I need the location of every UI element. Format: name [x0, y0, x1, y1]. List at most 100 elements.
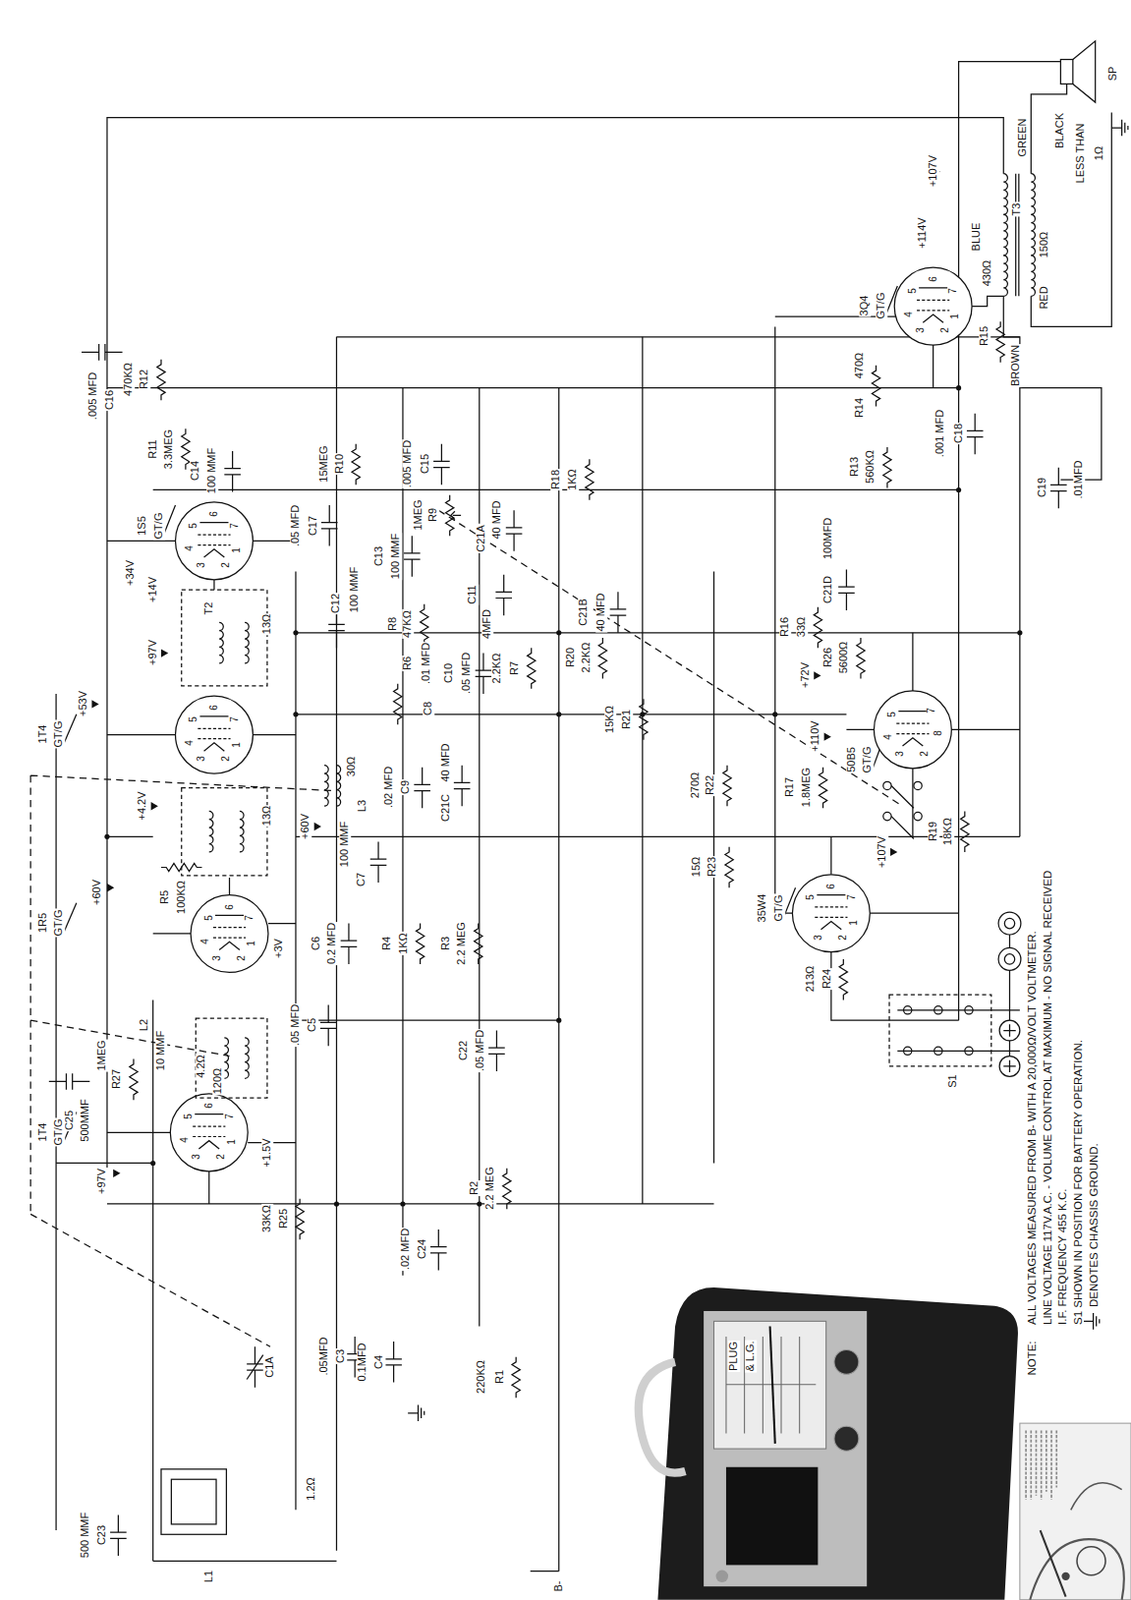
- component-label: 1.2Ω: [305, 1476, 318, 1503]
- pin-number: 1: [848, 919, 859, 926]
- pin-number: 5: [805, 895, 817, 902]
- pin-number: 3: [191, 1153, 203, 1160]
- component-label: 1T4: [37, 1122, 50, 1143]
- component-label: +60V: [91, 878, 104, 906]
- component-label: +72V: [799, 661, 812, 689]
- component-label: C22: [457, 1039, 470, 1062]
- note-heading: NOTE:: [1025, 1340, 1038, 1377]
- component-label: R15: [978, 325, 991, 347]
- pin-number: 2: [236, 955, 248, 962]
- component-label: R25: [278, 1207, 290, 1230]
- component-label: 100KΩ: [175, 879, 188, 915]
- pin-number: 4: [184, 546, 196, 553]
- component-label: GT/G: [153, 510, 166, 540]
- component-label: C5: [306, 1017, 319, 1033]
- component-label: GT/G: [773, 893, 786, 922]
- component-label: .05 MFD: [289, 503, 302, 547]
- component-label: +97V: [147, 638, 160, 667]
- component-label: .05MFD: [318, 1336, 331, 1377]
- component-label: R18: [550, 468, 563, 491]
- pin-number: 5: [188, 522, 200, 529]
- component-label: C19: [1036, 476, 1049, 499]
- component-label: 47KΩ: [401, 609, 414, 639]
- pin-number: 7: [925, 708, 937, 715]
- note-text: DENOTES CHASSIS GROUND.: [1087, 1141, 1100, 1308]
- component-label: 5600Ω: [839, 640, 851, 676]
- component-label: 500MMF: [79, 1097, 92, 1142]
- component-label: 560KΩ: [865, 449, 878, 485]
- pin-number: 3: [196, 755, 208, 762]
- component-label: C9: [399, 779, 412, 795]
- component-label: R5: [159, 889, 171, 905]
- component-label: PLUG: [728, 1340, 740, 1372]
- pin-number: 7: [846, 895, 857, 902]
- component-label: C15: [419, 452, 432, 475]
- pin-number: 1: [231, 548, 243, 555]
- component-label: L3: [357, 798, 370, 813]
- component-label: 15KΩ: [604, 704, 617, 735]
- component-label: R23: [707, 855, 720, 878]
- component-label: R19: [927, 820, 940, 843]
- radio-photo: [638, 1287, 1018, 1600]
- pin-number: 2: [216, 1153, 227, 1160]
- component-label: 100 MMF: [348, 565, 361, 614]
- pin-number: 4: [199, 938, 211, 945]
- pin-number: 6: [204, 1102, 216, 1109]
- component-label: +110V: [810, 720, 823, 753]
- component-label: C21A: [475, 523, 488, 554]
- component-label: 40 MFD: [596, 591, 609, 632]
- component-label: R3: [440, 935, 453, 952]
- component-label: 2.2KΩ: [580, 641, 593, 675]
- tubes: [169, 267, 972, 1172]
- component-label: C21C: [440, 792, 453, 823]
- component-label: C23: [96, 1524, 109, 1546]
- component-label: R4: [382, 935, 395, 952]
- component-label: R13: [848, 455, 861, 478]
- pin-number: 2: [221, 755, 232, 762]
- component-label: C21D: [822, 574, 835, 605]
- component-label: 15Ω: [690, 855, 703, 878]
- component-label: 4.2Ω: [196, 1053, 209, 1079]
- pin-number: 7: [244, 914, 256, 921]
- component-label: C1A: [264, 1355, 277, 1378]
- component-label: R17: [785, 776, 797, 798]
- component-label: 40 MFD: [492, 500, 505, 541]
- component-label: 13Ω: [261, 804, 274, 827]
- component-label: 40 MFD: [440, 742, 453, 784]
- component-label: T2: [203, 600, 216, 616]
- component-label: GT/G: [53, 908, 65, 938]
- component-label: 0.1MFD: [357, 1341, 370, 1382]
- component-label: R24: [821, 967, 834, 990]
- component-label: 15MEG: [318, 445, 331, 484]
- component-label: GT/G: [861, 745, 874, 775]
- pin-number: 3: [915, 327, 927, 334]
- component-label: +97V: [96, 1167, 109, 1195]
- pin-number: 2: [221, 562, 232, 568]
- component-label: C7: [356, 871, 369, 888]
- pin-number: 4: [179, 1137, 191, 1144]
- pin-number: 1: [246, 940, 258, 947]
- pin-number: 1: [226, 1139, 237, 1146]
- component-label: .05 MFD: [474, 1028, 487, 1073]
- component-label: 100 MMF: [206, 447, 219, 495]
- component-label: S1: [948, 1073, 961, 1088]
- component-label: +14V: [147, 575, 160, 604]
- component-label: 35W4: [757, 892, 770, 923]
- component-label: 270Ω: [689, 771, 702, 800]
- component-label: C3: [335, 1348, 347, 1364]
- component-label: 100 MMF: [339, 820, 351, 868]
- pin-number: 5: [204, 914, 216, 921]
- component-label: .05 MFD: [289, 1003, 302, 1047]
- pin-number: 1: [231, 741, 243, 748]
- component-label: +60V: [300, 812, 313, 841]
- component-label: C4: [373, 1354, 386, 1370]
- component-label: SP: [1108, 64, 1121, 82]
- component-label: 10 MMF: [155, 1029, 168, 1072]
- component-label: 1MEG: [412, 499, 425, 532]
- note-text: ALL VOLTAGES MEASURED FROM B- WITH A 20,…: [1025, 929, 1038, 1326]
- tuning-gang-links: [30, 285, 903, 1347]
- pin-number: 5: [887, 711, 899, 718]
- component-label: 33Ω: [795, 616, 808, 638]
- pin-number: 3: [212, 955, 224, 962]
- component-label: R27: [112, 1068, 124, 1090]
